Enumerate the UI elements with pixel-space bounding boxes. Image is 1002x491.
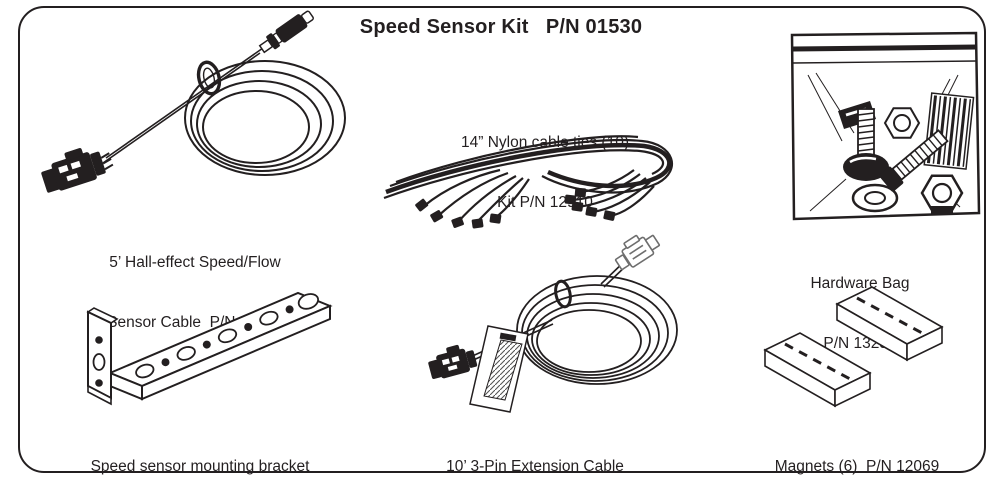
kit-outline-border <box>18 6 986 473</box>
mounting-bracket-illustration <box>86 291 333 406</box>
label-line: Magnets (6) P/N 12069 <box>774 458 940 475</box>
coil-clip <box>554 279 572 309</box>
bracket-arm <box>107 291 333 401</box>
cable-tag <box>469 325 529 413</box>
washer <box>851 183 899 213</box>
cable-ties-illustration <box>383 135 674 229</box>
label-line: 14” Nylon cable ties (10) <box>461 134 629 151</box>
bag-outline <box>790 31 981 221</box>
label-line: 5’ Hall-effect Speed/Flow <box>109 254 281 271</box>
tie-heads-left <box>415 198 502 229</box>
magnet-lower <box>763 332 872 408</box>
label-extension-cable: 10’ 3-Pin Extension Cable M/P 150 P/N 13… <box>385 417 685 491</box>
hex-nut-small <box>883 107 921 139</box>
diagonal-bolt <box>879 129 949 192</box>
tie-heads-right <box>564 187 616 221</box>
hex-nut-large <box>920 174 964 214</box>
label-line: Kit P/N 12910 <box>497 194 593 211</box>
magnet-upper <box>835 286 944 362</box>
label-line: Hardware Bag <box>810 275 910 292</box>
sensor-probe <box>258 10 314 54</box>
extension-connector-top <box>614 234 661 271</box>
cable-clip <box>196 60 222 96</box>
bracket-flange <box>86 307 119 406</box>
cable-coil <box>184 60 346 176</box>
label-mounting-bracket: Speed sensor mounting bracket P/N 10013 <box>50 417 350 491</box>
bracket-arm-holes <box>135 293 319 379</box>
bag-zip-seal <box>792 44 978 64</box>
three-pin-connector <box>41 148 114 193</box>
tie-band <box>383 135 674 200</box>
cable-run <box>102 47 264 164</box>
hatched-plate <box>923 92 975 170</box>
label-magnets: Magnets (6) P/N 12069 (2 add’l in hardwa… <box>712 417 1002 491</box>
sensor-cable-illustration <box>41 10 346 193</box>
magnets-illustration <box>763 286 944 408</box>
vertical-bolt <box>843 108 889 181</box>
label-line: 10’ 3-Pin Extension Cable <box>446 458 624 475</box>
extension-connector-bottom <box>428 344 478 379</box>
label-line: Speed sensor mounting bracket <box>90 458 310 475</box>
extension-cable-illustration <box>428 234 678 413</box>
kit-title: Speed Sensor Kit P/N 01530 <box>359 16 643 38</box>
hardware-bag-illustration <box>790 31 981 221</box>
label-cable-ties: 14” Nylon cable ties (10) Kit P/N 12910 <box>395 93 695 253</box>
